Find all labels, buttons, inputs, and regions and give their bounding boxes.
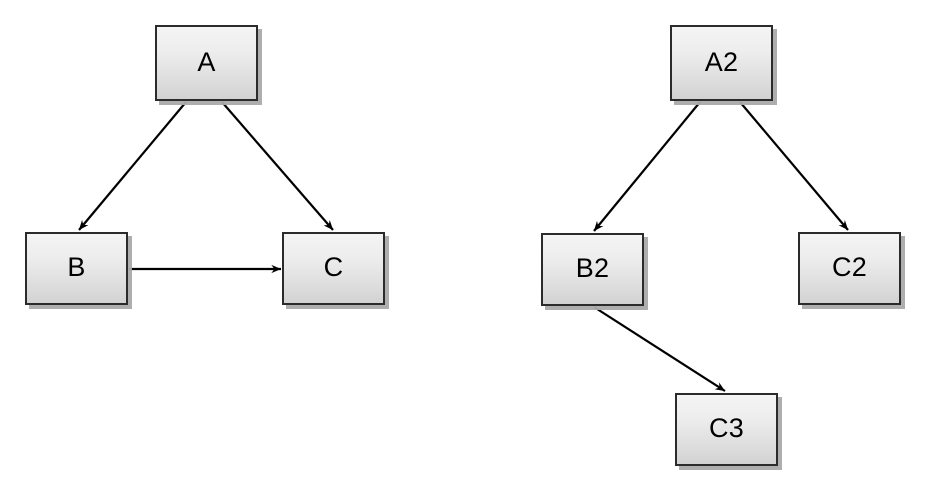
node-c[interactable]: C <box>282 232 385 305</box>
node-b[interactable]: B <box>25 232 128 305</box>
node-c3-label: C3 <box>709 413 744 443</box>
node-a-label: A <box>197 46 216 77</box>
edges-group <box>78 101 849 392</box>
edge-a-b <box>78 101 187 231</box>
edge-a2-b2 <box>593 101 701 232</box>
node-c3[interactable]: C3 <box>675 393 778 466</box>
node-b-label: B <box>67 252 86 282</box>
node-a2[interactable]: A2 <box>670 25 773 101</box>
node-c2[interactable]: C2 <box>798 232 901 305</box>
node-a[interactable]: A <box>155 25 258 101</box>
edge-a2-c2 <box>739 101 849 231</box>
edge-b2-c3 <box>593 306 726 392</box>
node-b2-label: B2 <box>575 253 610 283</box>
node-a2-label: A2 <box>704 46 739 77</box>
node-b2[interactable]: B2 <box>541 233 644 306</box>
node-c-label: C <box>323 252 344 282</box>
node-c2-label: C2 <box>832 252 867 282</box>
edge-a-c <box>221 101 334 231</box>
